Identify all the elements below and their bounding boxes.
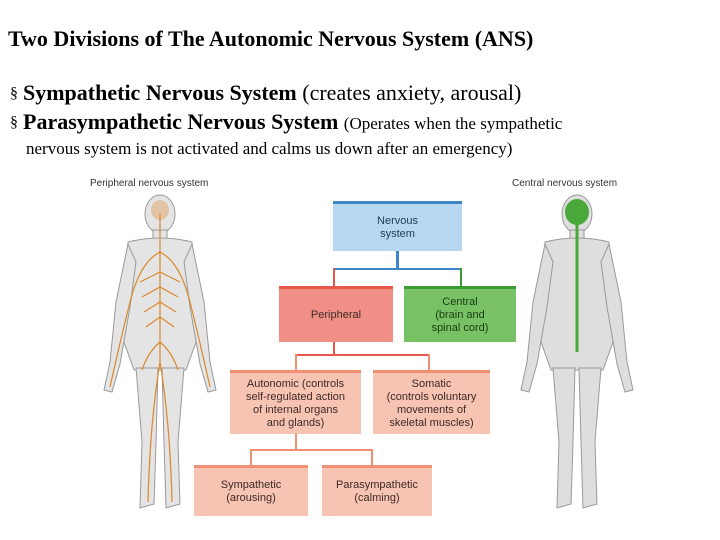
bullet-note: (Operates when the sympathetic <box>343 114 563 133</box>
box-sympathetic: Sympathetic (arousing) <box>194 465 308 516</box>
bullet-parasympathetic: § Parasympathetic Nervous System (Operate… <box>10 109 562 137</box>
central-body-illustration <box>520 194 634 509</box>
central-figure-label: Central nervous system <box>512 178 618 189</box>
peripheral-figure-label: Peripheral nervous system <box>90 178 209 189</box>
connector-peripheral-down <box>333 341 335 355</box>
bullet-continuation: nervous system is not activated and calm… <box>26 139 513 158</box>
box-autonomic: Autonomic (controls self-regulated actio… <box>230 370 361 434</box>
box-peripheral: Peripheral <box>279 286 393 342</box>
connector-nervous-down <box>396 251 399 269</box>
bullet-label: Parasympathetic Nervous System <box>23 109 339 134</box>
connector-nervous-split <box>333 268 461 270</box>
connector-peripheral-split <box>295 354 429 356</box>
peripheral-body-illustration <box>103 194 217 509</box>
box-central: Central (brain and spinal cord) <box>404 286 516 342</box>
connector-to-parasympathetic <box>371 449 373 465</box>
slide-title: Two Divisions of The Autonomic Nervous S… <box>8 26 534 51</box>
bullet-marker: § <box>10 85 18 102</box>
box-somatic: Somatic (controls voluntary movements of… <box>373 370 490 434</box>
connector-to-autonomic <box>295 354 297 370</box>
bullet-sympathetic: § Sympathetic Nervous System (creates anx… <box>10 80 521 107</box>
connector-to-sympathetic <box>250 449 252 465</box>
bullet-note: (creates anxiety, arousal) <box>302 80 522 105</box>
bullet-marker: § <box>10 114 18 131</box>
box-parasympathetic: Parasympathetic (calming) <box>322 465 432 516</box>
connector-to-peripheral <box>333 268 335 286</box>
connector-autonomic-split <box>250 449 372 451</box>
connector-to-somatic <box>428 354 430 370</box>
box-nervous-system: Nervous system <box>333 201 462 251</box>
bullet-label: Sympathetic Nervous System <box>23 80 297 105</box>
connector-to-central <box>460 268 462 286</box>
connector-autonomic-down <box>295 434 297 450</box>
